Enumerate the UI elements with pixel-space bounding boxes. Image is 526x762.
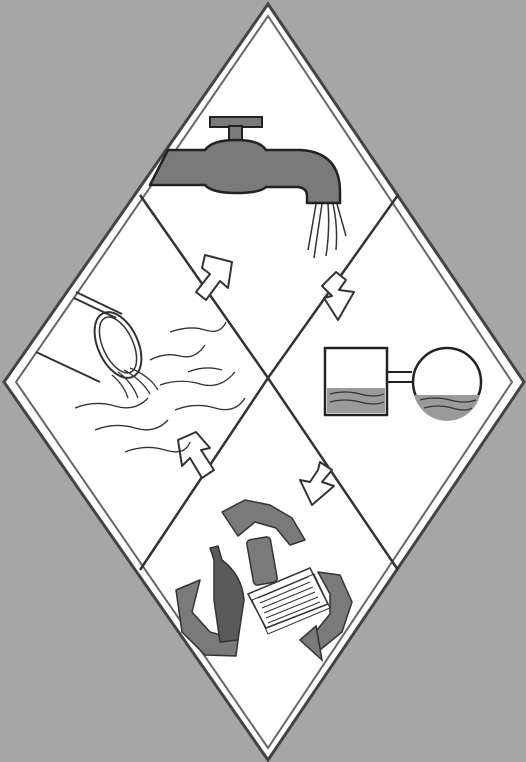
water-cycle-diagram [0,0,526,762]
